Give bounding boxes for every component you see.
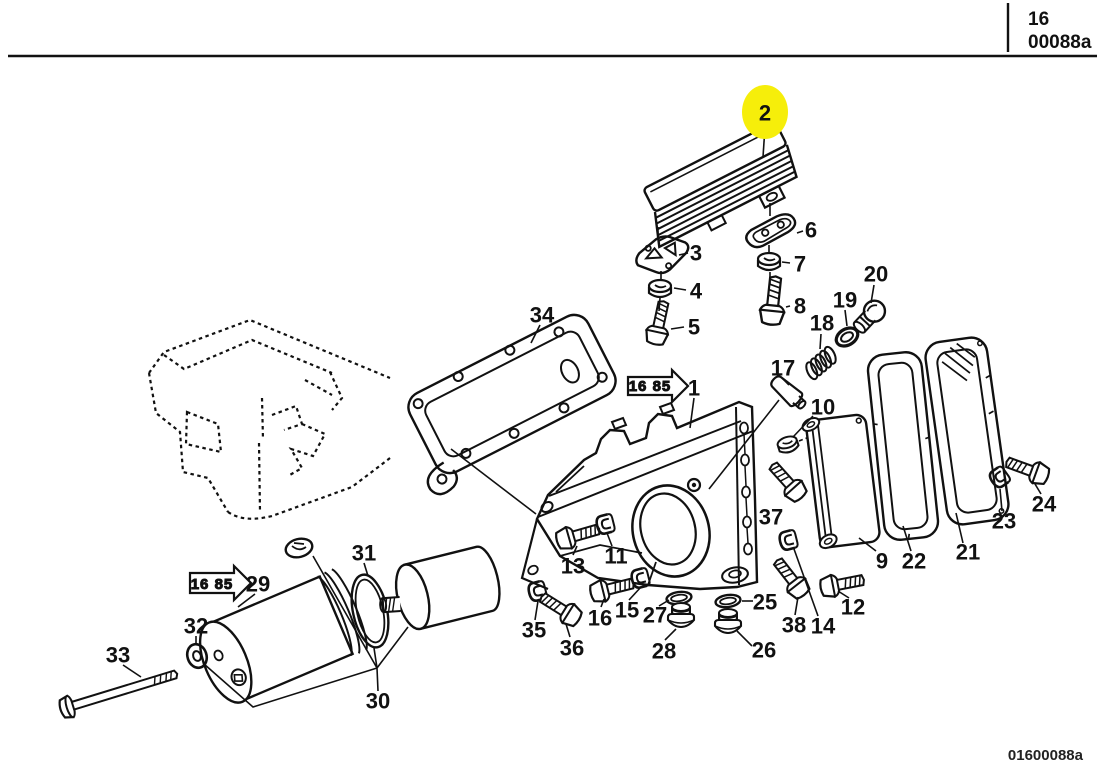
part-label-5[interactable]: 5 [688,315,700,340]
part-3-gasket-drawing [635,235,690,275]
part-label-12[interactable]: 12 [841,595,865,620]
part-label-24[interactable]: 24 [1032,492,1057,517]
part-8-screw-drawing [757,273,789,328]
part-6-gasket-drawing [745,213,797,249]
part-25-oring-drawing [713,592,743,610]
part-label-9[interactable]: 9 [876,549,888,574]
engine-block-ghost-outline [147,318,391,520]
part-label-11[interactable]: 11 [604,544,627,569]
part-18-spring-drawing [799,342,843,384]
part-label-3[interactable]: 3 [690,241,702,266]
part-label-32[interactable]: 32 [184,614,208,639]
part-label-20[interactable]: 20 [864,262,888,287]
part-label-34[interactable]: 34 [530,303,555,328]
part-label-22[interactable]: 22 [902,549,926,574]
part-19-ring-drawing [834,326,860,348]
part-label-25[interactable]: 25 [753,590,777,615]
part-32-washer-drawing [185,642,209,670]
part-29-cap-ring-drawing [284,537,314,559]
part-4-nut-drawing [647,278,673,299]
part-label-10[interactable]: 10 [811,395,835,420]
part-label-15[interactable]: 15 [615,598,639,623]
part-label-36[interactable]: 36 [560,636,584,661]
part-label-27[interactable]: 27 [643,603,667,628]
part-label-31[interactable]: 31 [352,541,376,566]
part-label-38[interactable]: 38 [782,613,806,638]
part-label-21[interactable]: 21 [956,540,980,565]
part-label-2[interactable]: 2 [759,101,771,126]
header-page-code: 00088a [1028,32,1092,53]
part-2-oil-cooler-drawing [643,121,798,249]
part-7-nut-drawing [756,251,782,272]
part-28-plug-drawing [666,601,696,629]
header-category: 16 [1028,9,1049,30]
part-label-26[interactable]: 26 [752,638,776,663]
part-label-19[interactable]: 19 [833,288,857,313]
part-label-16[interactable]: 16 [588,606,612,631]
part-29-filter-cover-drawing [198,568,368,704]
part-33-long-screw-drawing [58,669,179,719]
ref-arrow-1-text: 16 85 [629,378,672,395]
part-label-6[interactable]: 6 [805,218,817,243]
part-9-cooler-core-drawing [801,413,881,550]
footer-diagram-id: 01600088a [1008,747,1084,764]
part-1-oil-filter-housing-drawing [520,400,759,591]
part-10-nut-drawing [775,433,801,456]
part-26-plug-drawing [713,607,743,635]
part-label-23[interactable]: 23 [992,509,1016,534]
part-30-filter-element-drawing [379,545,501,631]
part-17-piston-drawing [770,375,807,410]
part-label-7[interactable]: 7 [794,252,806,277]
part-label-18[interactable]: 18 [810,311,834,336]
part-label-13[interactable]: 13 [561,554,585,579]
part-label-14[interactable]: 14 [811,614,836,639]
part-14-clip-drawing [776,528,800,553]
part-2-highlight [742,85,788,139]
part-label-30[interactable]: 30 [366,689,390,714]
part-22-gasket-frame-drawing [866,351,940,541]
ref-arrow-2-text: 16 85 [191,576,234,593]
part-label-28[interactable]: 28 [652,639,676,664]
part-number-labels: 1234567891011121314151617181920212223242… [106,101,1057,714]
page-header: 16 00088a [8,3,1097,58]
part-label-17[interactable]: 17 [771,356,795,381]
part-label-4[interactable]: 4 [690,279,703,304]
part-label-1[interactable]: 1 [688,376,700,401]
part-label-33[interactable]: 33 [106,643,130,668]
part-label-35[interactable]: 35 [522,618,546,643]
ref-arrow-2[interactable]: 16 85 [188,563,253,603]
part-label-37[interactable]: 37 [759,505,783,530]
ref-arrow-1[interactable]: 16 85 [626,367,690,405]
part-34-cover-gasket-drawing [407,313,617,496]
part-label-8[interactable]: 8 [794,294,806,319]
part-37-screw-drawing [762,456,811,507]
part-21-cover-frame-drawing [924,336,1010,526]
leader-lines [122,126,1042,708]
